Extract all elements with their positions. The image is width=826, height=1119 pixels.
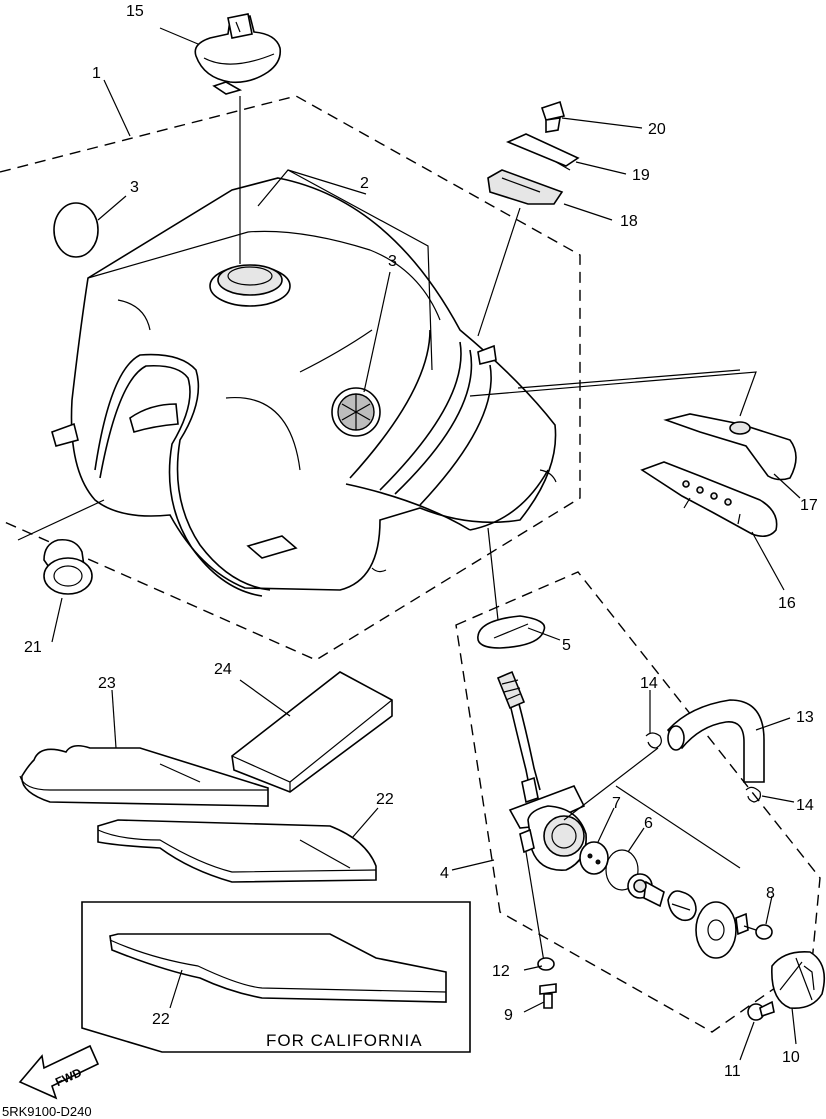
callout-16: 16 xyxy=(778,595,796,612)
fuel-cock-strainer xyxy=(496,670,541,791)
california-inset-frame xyxy=(81,901,471,1053)
plate-disc xyxy=(695,901,749,959)
pad-24 xyxy=(231,671,393,793)
callout-15: 15 xyxy=(126,3,144,20)
callout-24: 24 xyxy=(214,661,232,678)
callout-21: 21 xyxy=(24,639,42,656)
assembly-boundary-fuel-cock xyxy=(455,571,821,1033)
callout-10: 10 xyxy=(782,1049,800,1066)
screw-8 xyxy=(743,924,773,940)
emblem-loose xyxy=(53,202,99,258)
clip-14-lower xyxy=(745,786,761,803)
hose-13 xyxy=(666,699,765,783)
packing-7 xyxy=(579,841,609,875)
callout-11: 11 xyxy=(724,1063,741,1080)
callout-19: 19 xyxy=(632,167,650,184)
plate-19 xyxy=(505,133,580,171)
callout-12: 12 xyxy=(492,963,510,980)
callout-9: 9 xyxy=(504,1007,513,1024)
gasket-5 xyxy=(477,615,546,649)
grommet-21 xyxy=(43,538,93,595)
callout-13: 13 xyxy=(796,709,814,726)
o-ring-6 xyxy=(605,849,639,891)
clip-14-upper xyxy=(645,732,662,749)
fuel-tank xyxy=(51,177,557,597)
callout-23: 23 xyxy=(98,675,116,692)
callout-1: 1 xyxy=(92,65,101,82)
fwd-arrow-icon: FWD xyxy=(18,1044,100,1100)
bracket-17 xyxy=(663,413,797,481)
leader-lines xyxy=(17,27,801,1061)
bracket-16 xyxy=(640,461,778,538)
callout-2: 2 xyxy=(360,175,369,192)
callout-3-loose: 3 xyxy=(130,179,139,196)
filler-neck xyxy=(209,264,291,307)
callout-7: 7 xyxy=(612,795,621,812)
pad-22-upper xyxy=(97,819,377,883)
bolt-20 xyxy=(540,100,566,133)
callout-22-upper: 22 xyxy=(376,791,394,808)
callout-8: 8 xyxy=(766,885,775,902)
callout-14-upper: 14 xyxy=(640,675,658,692)
callout-4: 4 xyxy=(440,865,449,882)
lever-shaft xyxy=(627,873,665,908)
screw-11 xyxy=(747,1000,775,1021)
lever-knob-10 xyxy=(771,950,826,1010)
washer-12 xyxy=(537,957,555,971)
california-label: FOR CALIFORNIA xyxy=(266,1031,423,1050)
fuel-cap xyxy=(194,13,282,95)
pad-22-california xyxy=(109,933,447,1003)
screw-9 xyxy=(539,983,557,1009)
assembly-boundary-tank xyxy=(0,95,581,661)
pad-23 xyxy=(19,744,269,807)
callout-22-california: 22 xyxy=(152,1011,170,1028)
callout-14-lower: 14 xyxy=(796,797,814,814)
drawing-code: 5RK9100-D240 xyxy=(2,1104,92,1119)
callout-20: 20 xyxy=(648,121,666,138)
callout-5: 5 xyxy=(562,637,571,654)
callout-3-tank: 3 xyxy=(388,253,397,270)
fuel-cock-body xyxy=(508,776,587,963)
fwd-label: FWD xyxy=(53,1065,84,1089)
spring-clip xyxy=(667,890,697,922)
callout-numbers: 15 1 3 2 3 20 19 18 17 16 21 5 24 23 14 … xyxy=(24,3,818,1080)
tank-emblem xyxy=(331,387,381,437)
damper-18 xyxy=(487,169,564,205)
callout-17: 17 xyxy=(800,497,818,514)
callout-18: 18 xyxy=(620,213,638,230)
callout-6: 6 xyxy=(644,815,653,832)
